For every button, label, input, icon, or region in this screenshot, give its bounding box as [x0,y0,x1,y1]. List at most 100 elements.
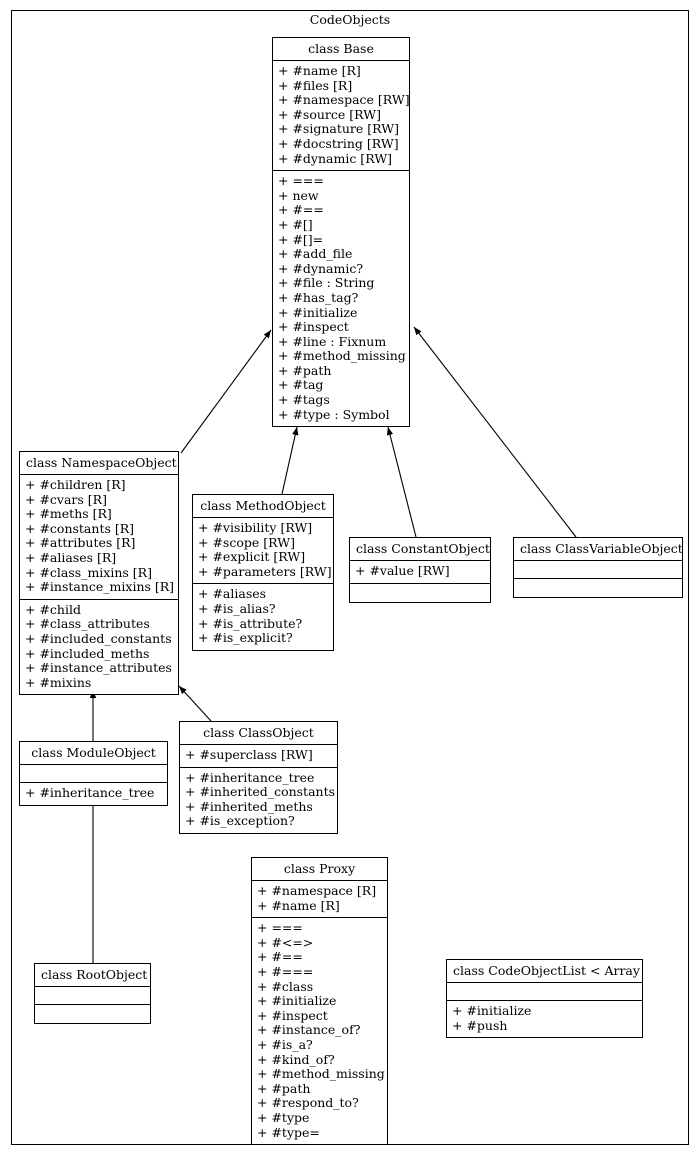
uml-class-methodobject-title: class MethodObject [193,495,333,518]
uml-member: + #superclass [RW] [185,747,313,762]
uml-member: + #initialize [278,304,358,320]
uml-member: + #aliases [198,586,267,602]
uml-member: + #attributes [R] [25,535,136,551]
uml-class-methodobject-attributes: + #visibility [RW]+ #scope [RW]+ #explic… [193,518,333,585]
uml-member: + #parameters [RW] [198,563,332,579]
uml-member: + #=== [257,963,314,979]
uml-member: + #tags [278,392,330,408]
uml-member: + #type= [257,1124,320,1140]
uml-member: + #visibility [RW] [198,520,313,535]
uml-member: + #inherited_constants [185,784,336,800]
uml-member: + #inspect [257,1007,328,1023]
uml-member: + #mixins [25,674,92,690]
uml-member: + #namespace [R] [257,883,377,898]
uml-member: + #file : String [278,275,375,291]
uml-member: + #scope [RW] [198,534,295,550]
uml-class-namespaceobject-title: class NamespaceObject [20,452,178,475]
uml-member: + #signature [RW] [278,121,399,137]
uml-member: + #files [R] [278,77,353,93]
uml-class-base-attributes: + #name [R]+ #files [R]+ #namespace [RW]… [273,61,410,172]
uml-member: + === [278,173,324,189]
uml-class-rootobject[interactable]: class RootObject [34,963,151,1024]
uml-member: + #child [25,601,81,617]
uml-class-namespaceobject-attributes: + #children [R]+ #cvars [R]+ #meths [R]+… [20,475,178,600]
uml-member: + #has_tag? [278,289,359,305]
uml-member: + #name [R] [257,897,340,913]
uml-member: + #type [257,1109,310,1125]
uml-member: + #children [R] [25,477,126,492]
uml-class-classobject-title: class ClassObject [180,722,337,745]
uml-class-moduleobject[interactable]: class ModuleObject + #inheritance_tree [19,741,168,806]
uml-member: + #class_mixins [R] [25,564,152,580]
uml-member: + #constants [R] [25,520,135,536]
uml-member: + #name [R] [278,63,361,78]
uml-member: + #kind_of? [257,1051,335,1067]
uml-class-base-title: class Base [273,38,409,61]
uml-member: + #instance_mixins [R] [25,579,175,595]
uml-member: + #is_explicit? [198,630,293,646]
uml-member: + new [278,187,319,203]
uml-member: + #type : Symbol [278,406,390,422]
uml-member: + #source [RW] [278,106,381,122]
uml-member: + #cvars [R] [25,491,107,507]
uml-class-rootobject-attributes [35,987,150,1005]
uml-member: + #inheritance_tree [185,769,315,785]
uml-member: + #push [452,1017,508,1033]
uml-class-constantobject-methods [350,584,490,602]
uml-class-moduleobject-methods: + #inheritance_tree [20,783,167,805]
uml-class-codeobjectlist-methods: + #initialize+ #push [447,1001,642,1037]
uml-member: + #is_attribute? [198,615,303,631]
uml-class-namespaceobject[interactable]: class NamespaceObject + #children [R]+ #… [19,451,179,696]
uml-class-methodobject-methods: + #aliases+ #is_alias?+ #is_attribute?+ … [193,584,333,649]
uml-member: + #is_a? [257,1036,313,1052]
uml-member: + #namespace [RW] [278,92,410,108]
uml-member: + #instance_attributes [25,660,172,676]
uml-member: + #inherited_meths [185,798,313,814]
uml-class-classvariableobject[interactable]: class ClassVariableObject [513,537,683,598]
uml-class-classobject[interactable]: class ClassObject + #superclass [RW] + #… [179,721,338,834]
uml-class-classvariableobject-attributes [514,561,682,579]
uml-class-classobject-methods: + #inheritance_tree+ #inherited_constant… [180,768,337,833]
uml-member: + #class [257,978,314,994]
uml-member: + #meths [R] [25,506,112,522]
uml-class-codeobjectlist-title: class CodeObjectList < Array [447,960,642,983]
uml-class-codeobjectlist[interactable]: class CodeObjectList < Array + #initiali… [446,959,643,1039]
uml-member: + #class_attributes [25,616,150,632]
uml-member: + #method_missing [278,348,406,364]
uml-member: + #instance_of? [257,1022,361,1038]
uml-member: + #aliases [R] [25,549,117,565]
uml-class-proxy-attributes: + #namespace [R]+ #name [R] [252,881,387,919]
uml-member: + #add_file [278,246,353,262]
uml-class-constantobject[interactable]: class ConstantObject + #value [RW] [349,537,491,603]
uml-member: + #path [278,362,332,378]
uml-member: + #== [278,202,324,218]
uml-class-rootobject-methods [35,1005,150,1023]
uml-member: + #inspect [278,319,349,335]
uml-member: + #docstring [RW] [278,135,399,151]
uml-class-moduleobject-attributes [20,765,167,783]
uml-member: + #[] [278,216,313,232]
uml-member: + #included_constants [25,630,172,646]
uml-member: + === [257,920,303,936]
uml-class-classvariableobject-methods [514,579,682,597]
uml-member: + #line : Fixnum [278,333,387,349]
uml-member: + #tag [278,377,324,393]
uml-class-rootobject-title: class RootObject [35,964,150,987]
uml-class-proxy[interactable]: class Proxy + #namespace [R]+ #name [R] … [251,857,388,1146]
uml-class-methodobject[interactable]: class MethodObject + #visibility [RW]+ #… [192,494,334,651]
uml-class-namespaceobject-methods: + #child+ #class_attributes+ #included_c… [20,600,178,695]
uml-member: + #[]= [278,231,324,247]
uml-member: + #initialize [257,993,337,1009]
uml-member: + #method_missing [257,1066,385,1082]
uml-class-classvariableobject-title: class ClassVariableObject [514,538,683,561]
uml-class-proxy-methods: + ===+ #<=>+ #==+ #===+ #class+ #initial… [252,918,387,1144]
uml-class-constantobject-attributes: + #value [RW] [350,561,490,584]
uml-class-moduleobject-title: class ModuleObject [20,742,167,765]
uml-member: + #path [257,1080,311,1096]
uml-class-base[interactable]: class Base + #name [R]+ #files [R]+ #nam… [272,37,410,428]
uml-class-classobject-attributes: + #superclass [RW] [180,745,337,768]
uml-class-constantobject-title: class ConstantObject [350,538,490,561]
uml-member: + #is_alias? [198,600,276,616]
uml-member: + #inheritance_tree [25,785,155,800]
